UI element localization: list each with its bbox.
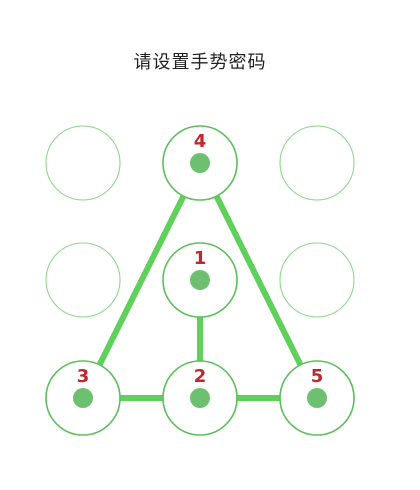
pattern-node-number: 4 [193, 131, 207, 152]
pattern-node-dot [307, 388, 327, 408]
pattern-node-2[interactable] [279, 125, 355, 201]
pattern-node-ring [279, 242, 355, 318]
pattern-node-dot [190, 388, 210, 408]
pattern-node-7[interactable] [162, 360, 238, 436]
pattern-node-number: 2 [193, 366, 207, 387]
pattern-node-ring [45, 242, 121, 318]
pattern-node-number: 5 [310, 366, 324, 387]
pattern-node-4[interactable] [162, 242, 238, 318]
page-title: 请设置手势密码 [133, 52, 267, 73]
pattern-node-6[interactable] [45, 360, 121, 436]
pattern-node-3[interactable] [45, 242, 121, 318]
pattern-node-0[interactable] [45, 125, 121, 201]
pattern-node-8[interactable] [279, 360, 355, 436]
pattern-line-1 [197, 160, 320, 401]
pattern-node-ring [45, 125, 121, 201]
pattern-node-dot [190, 270, 210, 290]
pattern-node-dot [190, 153, 210, 173]
pattern-node-5[interactable] [279, 242, 355, 318]
pattern-node-dot [73, 388, 93, 408]
pattern-node-1[interactable] [162, 125, 238, 201]
pattern-node-number: 3 [76, 366, 90, 387]
pattern-node-number: 1 [193, 248, 207, 269]
pattern-line-0 [80, 160, 203, 401]
pattern-node-ring [279, 125, 355, 201]
